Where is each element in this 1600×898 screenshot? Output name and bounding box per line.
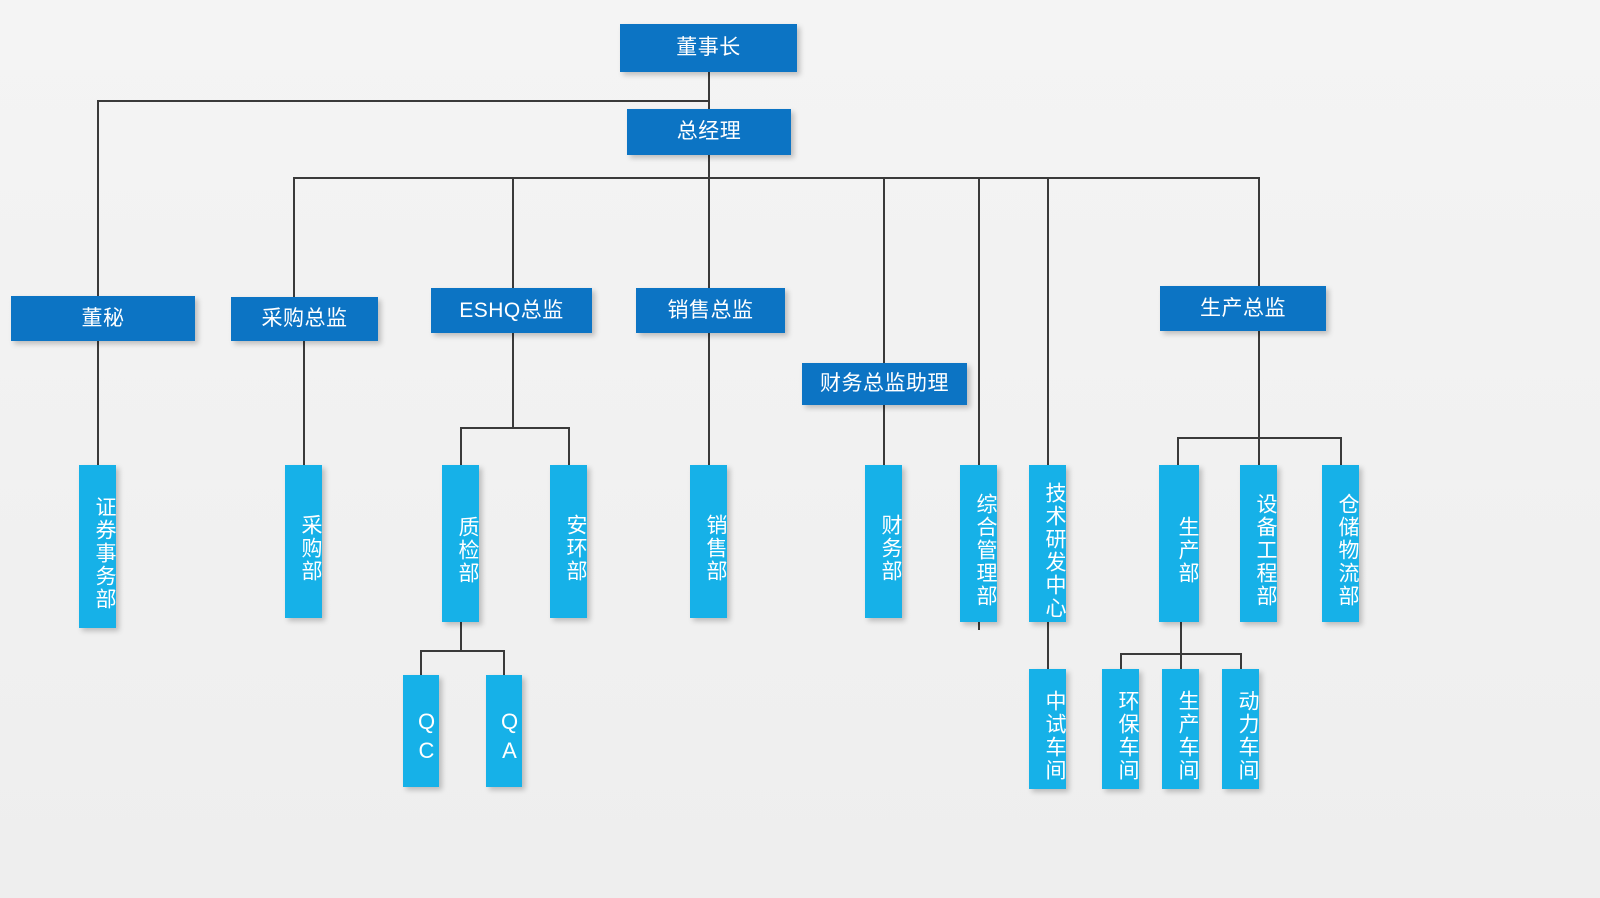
node-safety-environment-dept[interactable]: 安环部 — [550, 465, 587, 618]
node-procurement-dept-label: 采购部 — [299, 514, 322, 583]
node-production-director[interactable]: 生产总监 — [1160, 286, 1326, 331]
connector-procurement-director-to-dept — [303, 341, 305, 465]
node-production-workshop[interactable]: 生产车间 — [1162, 669, 1199, 789]
node-production-dept-label: 生产部 — [1176, 516, 1199, 585]
node-qc[interactable]: QC — [403, 675, 439, 787]
node-board-secretary-label: 董秘 — [81, 306, 125, 330]
connector-drop-finance-assistant — [883, 177, 885, 363]
connector-prod-dept-stem — [1180, 622, 1182, 653]
node-power-workshop-label: 动力车间 — [1236, 690, 1259, 782]
node-qa[interactable]: QA — [486, 675, 522, 787]
connector-qi-split-bus — [420, 650, 505, 652]
node-general-management-dept[interactable]: 综合管理部 — [960, 465, 997, 622]
node-procurement-dept[interactable]: 采购部 — [285, 465, 322, 618]
node-safety-environment-dept-label: 安环部 — [564, 514, 587, 583]
node-finance-assistant-director[interactable]: 财务总监助理 — [802, 363, 967, 405]
node-production-workshop-label: 生产车间 — [1176, 690, 1199, 782]
node-pilot-workshop-label: 中试车间 — [1043, 690, 1066, 782]
node-warehouse-logistics-dept-label: 仓储物流部 — [1336, 493, 1359, 608]
connector-qi-to-qc — [420, 650, 422, 675]
connector-secretary-drop — [97, 100, 99, 296]
node-finance-dept[interactable]: 财务部 — [865, 465, 902, 618]
node-securities-affairs-dept[interactable]: 证券事务部 — [79, 465, 116, 628]
node-qc-label: QC — [414, 709, 439, 767]
node-chairman-label: 董事长 — [676, 36, 741, 60]
connector-production-to-prod-dept — [1177, 437, 1179, 465]
node-production-director-label: 生产总监 — [1200, 296, 1286, 320]
node-general-manager[interactable]: 总经理 — [627, 109, 791, 155]
node-quality-inspection-dept[interactable]: 质检部 — [442, 465, 479, 622]
node-power-workshop[interactable]: 动力车间 — [1222, 669, 1259, 789]
node-board-secretary[interactable]: 董秘 — [11, 296, 195, 341]
connector-drop-eshq-director — [512, 177, 514, 288]
node-finance-assistant-director-label: 财务总监助理 — [820, 372, 949, 396]
connector-eshq-to-qi — [460, 427, 462, 465]
node-equipment-engineering-dept[interactable]: 设备工程部 — [1240, 465, 1277, 622]
connector-production-to-equipment — [1258, 437, 1260, 465]
connector-sales-director-to-dept — [708, 333, 710, 465]
connector-secretary-to-securities — [97, 341, 99, 465]
node-securities-affairs-dept-label: 证券事务部 — [93, 496, 116, 611]
node-procurement-director[interactable]: 采购总监 — [231, 297, 378, 341]
connector-qi-to-qa — [503, 650, 505, 675]
connector-drop-production-director — [1258, 177, 1260, 286]
connector-drop-sales-director — [708, 177, 710, 288]
connector-qi-stem — [460, 622, 462, 650]
connector-eshq-to-safety — [568, 427, 570, 465]
connector-main-bus — [293, 177, 1260, 179]
connector-drop-procurement-director — [293, 177, 295, 297]
node-general-manager-label: 总经理 — [676, 120, 742, 144]
node-sales-director-label: 销售总监 — [667, 298, 754, 322]
connector-prod-to-env-workshop — [1120, 653, 1122, 669]
node-sales-dept-label: 销售部 — [704, 514, 727, 583]
node-rd-center[interactable]: 技术研发中心 — [1029, 465, 1066, 622]
connector-general-management-stub — [978, 622, 980, 630]
connector-rd-to-pilot — [1047, 622, 1049, 669]
connector-production-director-stem — [1258, 331, 1260, 437]
node-quality-inspection-dept-label: 质检部 — [456, 516, 479, 585]
connector-gm-stem — [708, 155, 710, 179]
node-production-dept[interactable]: 生产部 — [1159, 465, 1199, 622]
connector-prod-to-prod-workshop — [1180, 653, 1182, 669]
node-chairman[interactable]: 董事长 — [620, 24, 797, 72]
connector-eshq-split-bus — [460, 427, 570, 429]
node-warehouse-logistics-dept[interactable]: 仓储物流部 — [1322, 465, 1359, 622]
connector-chairman-stem — [708, 72, 710, 110]
node-rd-center-label: 技术研发中心 — [1043, 481, 1066, 620]
node-sales-dept[interactable]: 销售部 — [690, 465, 727, 618]
node-equipment-engineering-dept-label: 设备工程部 — [1254, 493, 1277, 608]
connector-prod-to-power-workshop — [1240, 653, 1242, 669]
node-pilot-workshop[interactable]: 中试车间 — [1029, 669, 1066, 789]
connector-eshq-stem — [512, 333, 514, 427]
node-general-management-dept-label: 综合管理部 — [974, 493, 997, 608]
node-environmental-workshop[interactable]: 环保车间 — [1102, 669, 1139, 789]
connector-drop-rd-center — [1047, 177, 1049, 465]
node-sales-director[interactable]: 销售总监 — [636, 288, 785, 333]
node-finance-dept-label: 财务部 — [879, 514, 902, 583]
node-procurement-director-label: 采购总监 — [261, 307, 348, 331]
connector-chairman-to-secretary-bus — [97, 100, 710, 102]
connector-finance-assistant-to-dept — [883, 405, 885, 465]
node-eshq-director[interactable]: ESHQ总监 — [431, 288, 592, 333]
connector-production-to-warehouse — [1340, 437, 1342, 465]
connector-drop-general-management — [978, 177, 980, 465]
node-qa-label: QA — [497, 709, 522, 767]
node-eshq-director-label: ESHQ总监 — [459, 298, 564, 322]
node-environmental-workshop-label: 环保车间 — [1116, 690, 1139, 782]
